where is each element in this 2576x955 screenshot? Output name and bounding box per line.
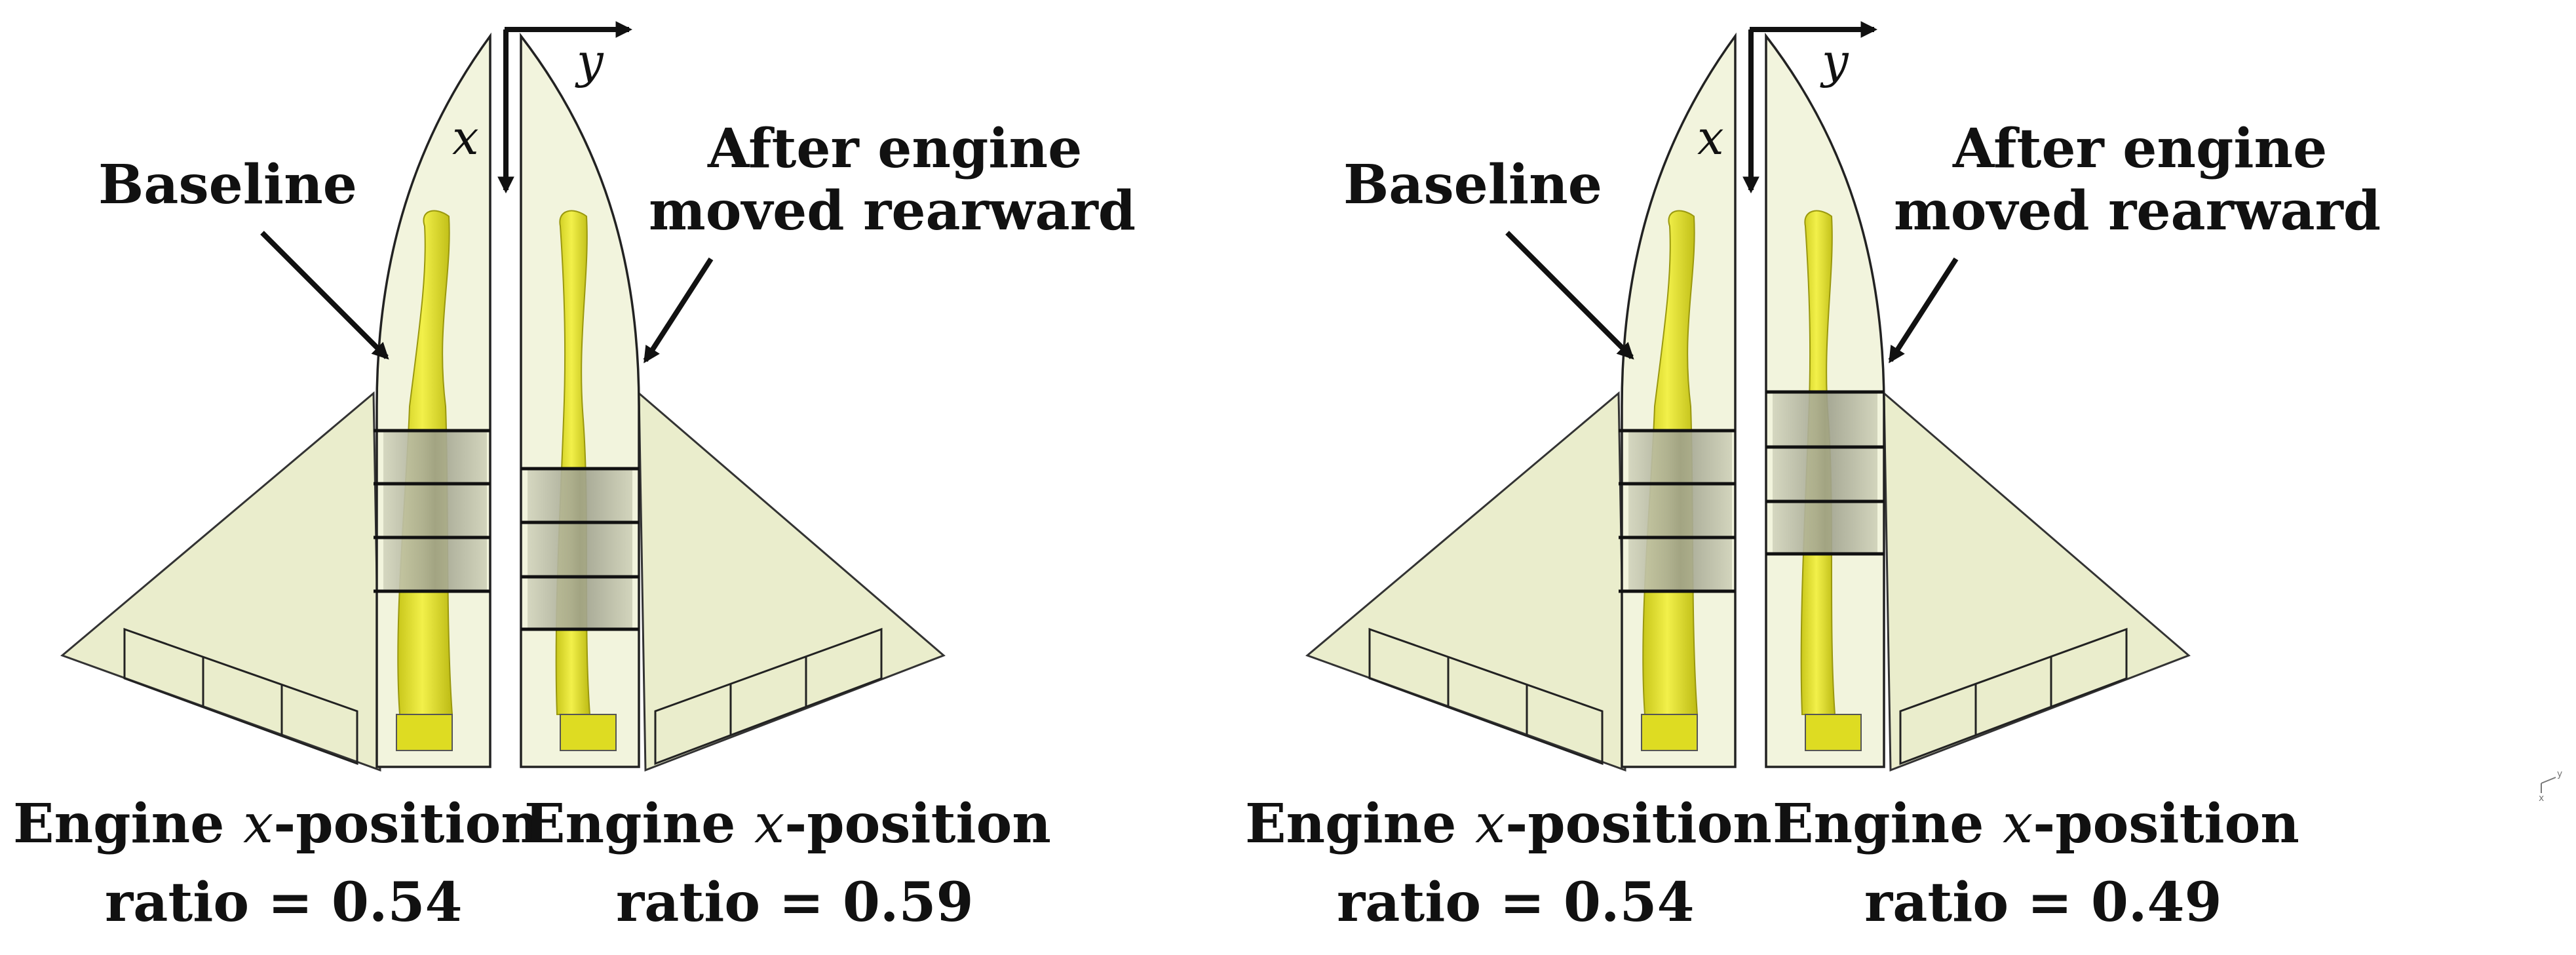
right-control-surfaces — [1899, 627, 2128, 766]
axis-label-x: x — [452, 110, 479, 165]
corner-triad-y: y — [2557, 769, 2562, 779]
caption-right-line2: ratio = 0.49 — [1864, 871, 2222, 934]
axis-label-x: x — [1697, 110, 1724, 165]
right-fuel-tank — [1773, 392, 1877, 554]
callout-baseline-arrow — [260, 231, 389, 360]
callout-moved-arrow — [1888, 257, 1959, 364]
corner-triad-x: x — [2539, 793, 2544, 804]
aircraft-right-half-moved — [1765, 32, 2191, 772]
callout-moved-line2: moved rearward — [649, 180, 1136, 243]
left-bulkheads — [1619, 429, 1735, 593]
axis-triad: y x — [1697, 21, 1878, 194]
left-bulkheads — [374, 429, 490, 593]
aircraft-left-half-baseline — [60, 32, 491, 772]
callout-moved-line1: After engine — [1952, 117, 2327, 180]
right-nozzle — [1805, 714, 1862, 751]
right-control-surfaces — [654, 627, 883, 766]
right-wing — [1883, 391, 2191, 772]
left-nozzle — [396, 714, 453, 751]
left-control-surfaces — [1368, 627, 1604, 766]
right-bulkheads — [1766, 390, 1884, 556]
corner-orientation-triad: y x — [2539, 769, 2562, 804]
right-nozzle — [560, 714, 617, 751]
left-nozzle — [1641, 714, 1698, 751]
callout-baseline: Baseline — [98, 153, 357, 216]
caption-left-line1: Engine x-position — [1245, 792, 1772, 855]
aircraft-left-half-baseline — [1305, 32, 1737, 772]
caption-left-line1: Engine x-position — [13, 792, 540, 855]
right-wing — [638, 391, 946, 772]
callout-moved-line1: After engine — [707, 117, 1082, 180]
caption-right-line1: Engine x-position — [1773, 792, 2299, 855]
panel-1: y x Baseline After engine moved rearward… — [13, 21, 1136, 934]
caption-right-line1: Engine x-position — [524, 792, 1051, 855]
caption-right-line2: ratio = 0.59 — [616, 871, 974, 934]
left-fuel-tank — [383, 431, 487, 591]
callout-moved-line2: moved rearward — [1894, 180, 2381, 243]
axis-triad: y x — [452, 21, 633, 194]
axis-label-y: y — [575, 33, 604, 88]
panel-2: y x Baseline After engine moved rearward… — [1245, 21, 2381, 934]
callout-baseline-arrow — [1505, 231, 1634, 360]
right-fuel-tank — [528, 469, 632, 629]
right-bulkheads — [521, 467, 639, 631]
caption-left-line2: ratio = 0.54 — [105, 871, 463, 934]
left-fuel-tank — [1628, 431, 1732, 591]
axis-label-y: y — [1820, 33, 1849, 88]
caption-left-line2: ratio = 0.54 — [1337, 871, 1695, 934]
left-control-surfaces — [123, 627, 358, 766]
aircraft-right-half-moved — [520, 32, 946, 772]
callout-baseline: Baseline — [1343, 153, 1602, 216]
callout-moved-arrow — [643, 257, 714, 364]
